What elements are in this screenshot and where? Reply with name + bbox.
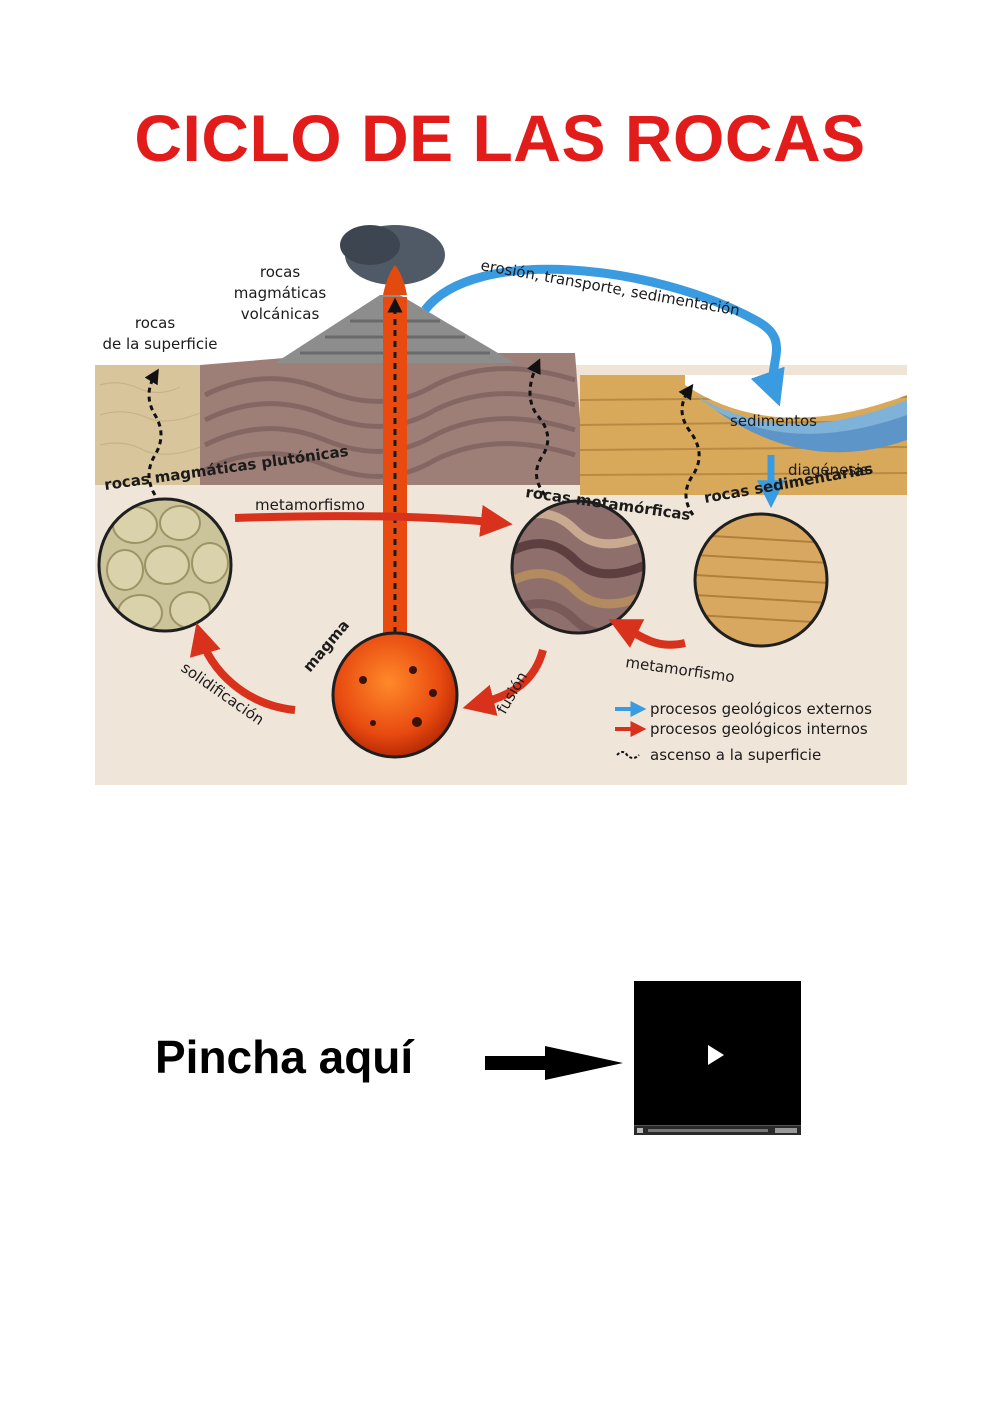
ascent-path-metamorphic	[527, 358, 550, 496]
legend-external: procesos geológicos externos	[650, 700, 872, 718]
volume-control[interactable]	[775, 1128, 797, 1133]
label-surface-rocks-1: rocas	[135, 314, 175, 332]
ascent-path-plutonic	[144, 368, 163, 496]
metamorphic-rock-circle	[510, 499, 646, 635]
fusion-arrow	[462, 648, 547, 716]
video-controls[interactable]	[634, 1125, 801, 1135]
label-erosion: erosión, transporte, sedimentación	[479, 256, 741, 319]
label-volcanic-2: magmáticas	[234, 284, 327, 302]
magma-channel	[383, 297, 407, 665]
metamorphism-arrow-bottom	[608, 619, 686, 649]
legend-ascent: ascenso a la superficie	[650, 746, 821, 764]
rock-cycle-diagram: rocas de la superficie rocas magmáticas …	[95, 225, 907, 785]
magma-circle	[331, 631, 459, 759]
erosion-arrow	[421, 264, 785, 407]
legend: procesos geológicos externos procesos ge…	[615, 700, 872, 764]
label-volcanic-3: volcánicas	[241, 305, 320, 323]
legend-ascent-swatch	[616, 751, 640, 759]
ascent-path-sedimentary	[678, 383, 701, 516]
click-here-text: Pincha aquí	[155, 1031, 414, 1083]
label-sediments: sedimentos	[730, 412, 817, 430]
legend-internal: procesos geológicos internos	[650, 720, 868, 738]
page-title: CICLO DE LAS ROCAS	[134, 101, 866, 175]
arrow-right-icon	[485, 1046, 623, 1080]
progress-track[interactable]	[648, 1129, 768, 1132]
solidification-arrow	[189, 622, 296, 714]
video-player[interactable]	[634, 981, 801, 1135]
sedimentary-rock-circle	[693, 512, 829, 648]
label-metamorphism-top: metamorfismo	[255, 496, 365, 514]
metamorphism-arrow-top	[234, 505, 513, 537]
label-surface-rocks-2: de la superficie	[103, 335, 218, 353]
play-pause-button[interactable]	[637, 1128, 643, 1133]
play-icon[interactable]	[708, 1045, 724, 1065]
label-diagenesis: diagénesis	[788, 461, 868, 479]
plutonic-rock-circle	[97, 497, 233, 633]
label-volcanic-1: rocas	[260, 263, 300, 281]
